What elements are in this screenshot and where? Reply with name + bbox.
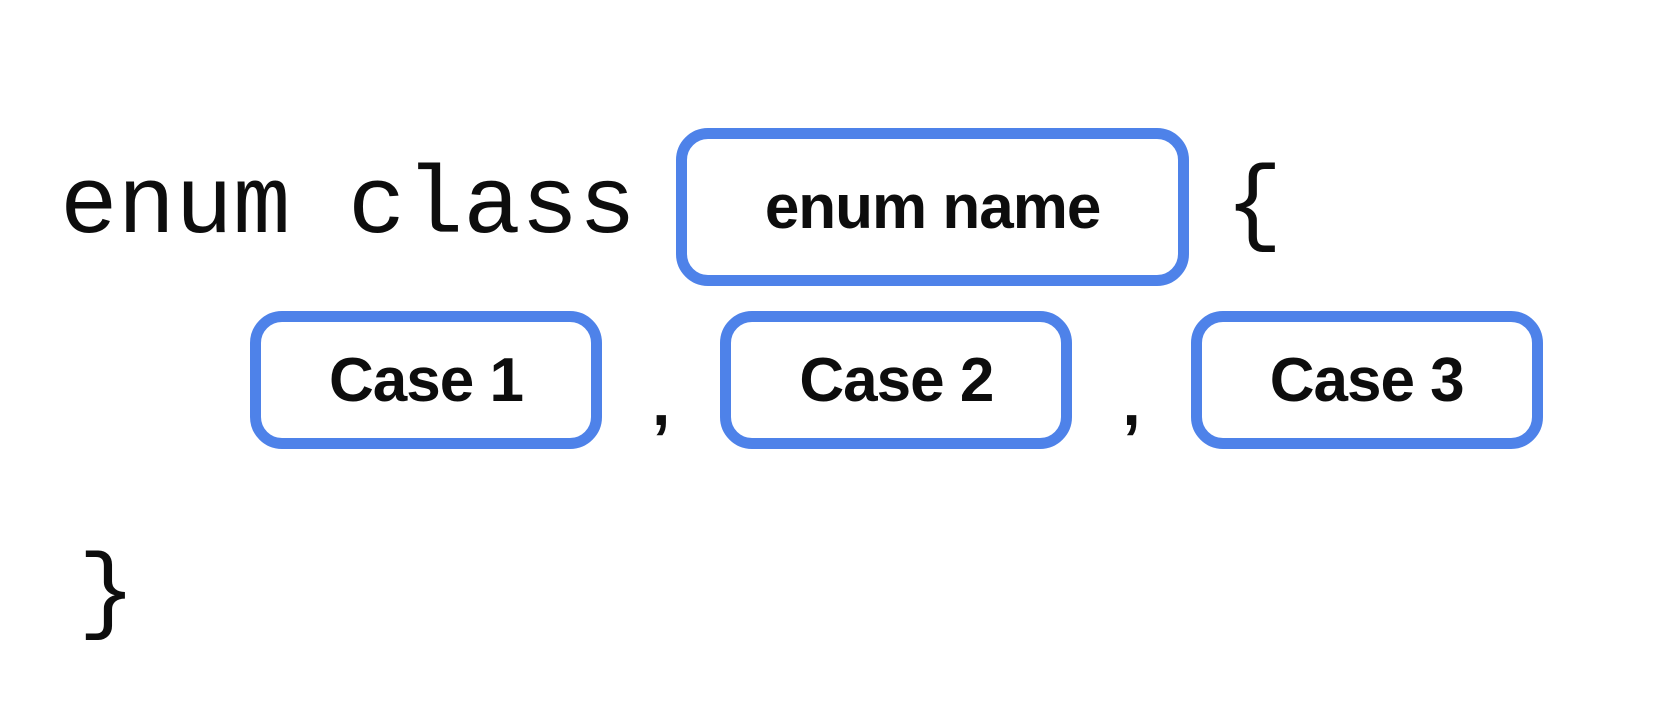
case-3-box: Case 3 — [1190, 311, 1543, 449]
case-3-label: Case 3 — [1269, 345, 1465, 415]
open-brace: { — [1225, 152, 1283, 261]
keyword-enum-class: enum class — [60, 152, 637, 261]
enum-name-box: enum name — [676, 128, 1190, 286]
cases-row: Case 1 , Case 2 , Case 3 — [250, 311, 1543, 449]
case-2-label: Case 2 — [799, 345, 994, 415]
comma-separator: , — [652, 365, 671, 439]
comma-separator: , — [1122, 365, 1141, 439]
enum-declaration-row: enum class enum name { — [60, 128, 1283, 286]
case-1-box: Case 1 — [250, 311, 602, 449]
enum-name-label: enum name — [764, 172, 1102, 242]
close-brace: } — [78, 540, 136, 649]
closing-row: } — [78, 545, 136, 645]
case-2-box: Case 2 — [720, 311, 1073, 449]
case-1-label: Case 1 — [329, 345, 524, 415]
